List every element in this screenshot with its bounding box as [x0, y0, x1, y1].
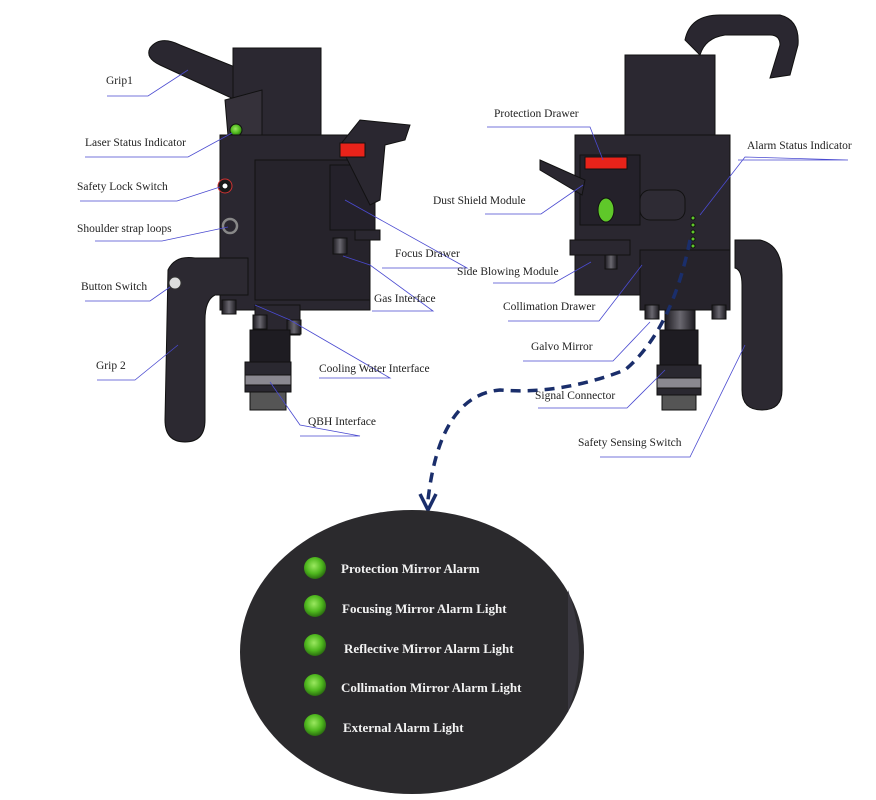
label-laser-status-indicator: Laser Status Indicator	[85, 137, 186, 149]
right-welding-head	[539, 14, 799, 411]
label-protection-drawer: Protection Drawer	[494, 108, 579, 120]
green-led-icon	[304, 557, 326, 579]
green-led-icon	[304, 634, 326, 656]
label-shoulder-strap-loops: Shoulder strap loops	[77, 223, 172, 235]
label-cooling-water-interface: Cooling Water Interface	[319, 363, 430, 375]
alarm-leds	[304, 557, 326, 736]
alarm-label-focusing-mirror: Focusing Mirror Alarm Light	[342, 601, 507, 616]
green-led-icon	[304, 595, 326, 617]
label-grip2: Grip 2	[96, 360, 126, 372]
alarm-label-reflective-mirror: Reflective Mirror Alarm Light	[344, 641, 514, 656]
safety-grip	[734, 239, 783, 411]
label-collimation-drawer: Collimation Drawer	[503, 301, 596, 313]
alarm-label-external: External Alarm Light	[343, 720, 464, 735]
label-side-blowing-module: Side Blowing Module	[457, 266, 559, 278]
alarm-label-protection-mirror: Protection Mirror Alarm	[341, 561, 480, 576]
laser-status-indicator-light	[229, 123, 243, 137]
arrow-head-icon	[418, 493, 438, 514]
leader-lines	[80, 69, 849, 458]
label-safety-lock-switch: Safety Lock Switch	[77, 181, 168, 193]
green-led-icon	[304, 714, 326, 736]
label-qbh-interface: QBH Interface	[308, 416, 377, 428]
alarm-panel-background	[240, 510, 584, 794]
label-focus-drawer: Focus Drawer	[395, 248, 460, 260]
label-alarm-status-indicator: Alarm Status Indicator	[747, 140, 852, 152]
label-signal-connector: Signal Connector	[535, 390, 616, 402]
grip2	[164, 257, 249, 443]
label-dust-shield-module: Dust Shield Module	[433, 195, 526, 207]
left-welding-head	[148, 40, 411, 443]
label-galvo-mirror: Galvo Mirror	[531, 341, 593, 353]
green-led-icon	[304, 674, 326, 696]
label-safety-sensing-switch: Safety Sensing Switch	[578, 437, 682, 449]
alarm-status-led-strip	[690, 215, 696, 249]
top-handle	[684, 14, 799, 79]
label-button-switch: Button Switch	[81, 281, 148, 293]
label-gas-interface: Gas Interface	[374, 293, 436, 305]
label-grip1: Grip1	[106, 75, 133, 87]
alarm-label-collimation-mirror: Collimation Mirror Alarm Light	[341, 680, 522, 695]
